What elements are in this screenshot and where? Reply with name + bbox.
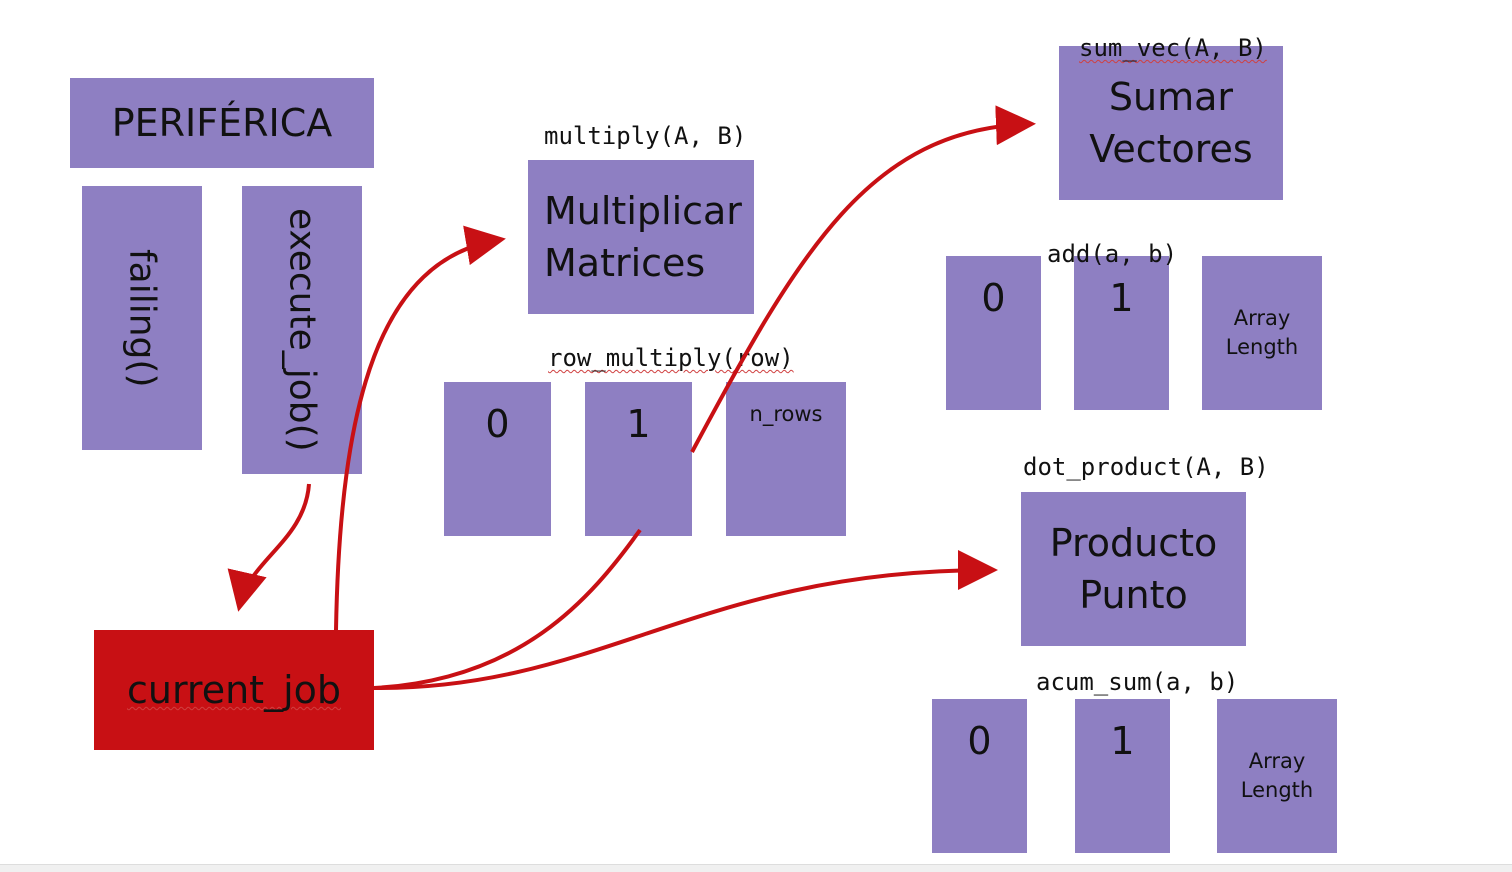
sum-vec-signature: sum_vec(A, B) [1079, 34, 1267, 62]
row-multiply-cell-n-rows-label: n_rows [749, 402, 823, 426]
sum-vec-box: Sumar Vectores [1059, 46, 1283, 200]
execute-job-box: execute_job() [242, 186, 362, 474]
bottom-scroll-strip [0, 864, 1512, 872]
multiply-signature: multiply(A, B) [544, 122, 747, 150]
failing-box: failing() [82, 186, 202, 450]
row-multiply-cell-0: 0 [444, 382, 551, 536]
row-multiply-cell-1-label: 1 [626, 402, 651, 446]
arrow-current-to-dot-product [373, 550, 998, 691]
row-multiply-cell-0-label: 0 [485, 402, 510, 446]
dot-product-signature: dot_product(A, B) [1023, 453, 1269, 481]
row-multiply-cell-1: 1 [585, 382, 692, 536]
acum-sum-cell-array-length: Array Length [1217, 699, 1337, 853]
acum-sum-cell-1: 1 [1075, 699, 1170, 853]
add-cell-array-length-label: Array Length [1225, 306, 1299, 359]
add-signature: add(a, b) [1047, 240, 1178, 268]
add-cell-1-label: 1 [1109, 276, 1134, 320]
add-cell-1: 1 [1074, 256, 1169, 410]
dot-product-box: Producto Punto [1021, 492, 1246, 646]
add-cell-0: 0 [946, 256, 1041, 410]
failing-label: failing() [121, 248, 163, 388]
row-multiply-signature-text: row_multiply(row) [548, 344, 794, 372]
multiply-box: Multiplicar Matrices [528, 160, 754, 314]
acum-sum-cell-0: 0 [932, 699, 1027, 853]
add-cell-array-length: Array Length [1202, 256, 1322, 410]
acum-sum-cell-0-label: 0 [967, 719, 992, 763]
row-multiply-signature: row_multiply(row) [548, 344, 794, 372]
current-job-box: current_job [94, 630, 374, 750]
sum-vec-signature-text: sum_vec(A, B) [1079, 34, 1267, 62]
multiply-label: Multiplicar Matrices [544, 189, 742, 285]
acum-sum-signature: acum_sum(a, b) [1036, 668, 1239, 696]
periferica-title: PERIFÉRICA [111, 101, 333, 145]
sum-vec-label: Sumar Vectores [1089, 75, 1253, 171]
add-cell-0-label: 0 [981, 276, 1006, 320]
dot-product-label: Producto Punto [1049, 521, 1218, 617]
acum-sum-cell-array-length-label: Array Length [1240, 749, 1314, 802]
periferica-box: PERIFÉRICA [70, 78, 374, 168]
execute-job-label: execute_job() [281, 208, 323, 452]
acum-sum-cell-1-label: 1 [1110, 719, 1135, 763]
arrow-execute-to-current [227, 483, 311, 612]
current-job-label: current_job [126, 668, 341, 712]
row-multiply-cell-n-rows: n_rows [726, 382, 846, 536]
